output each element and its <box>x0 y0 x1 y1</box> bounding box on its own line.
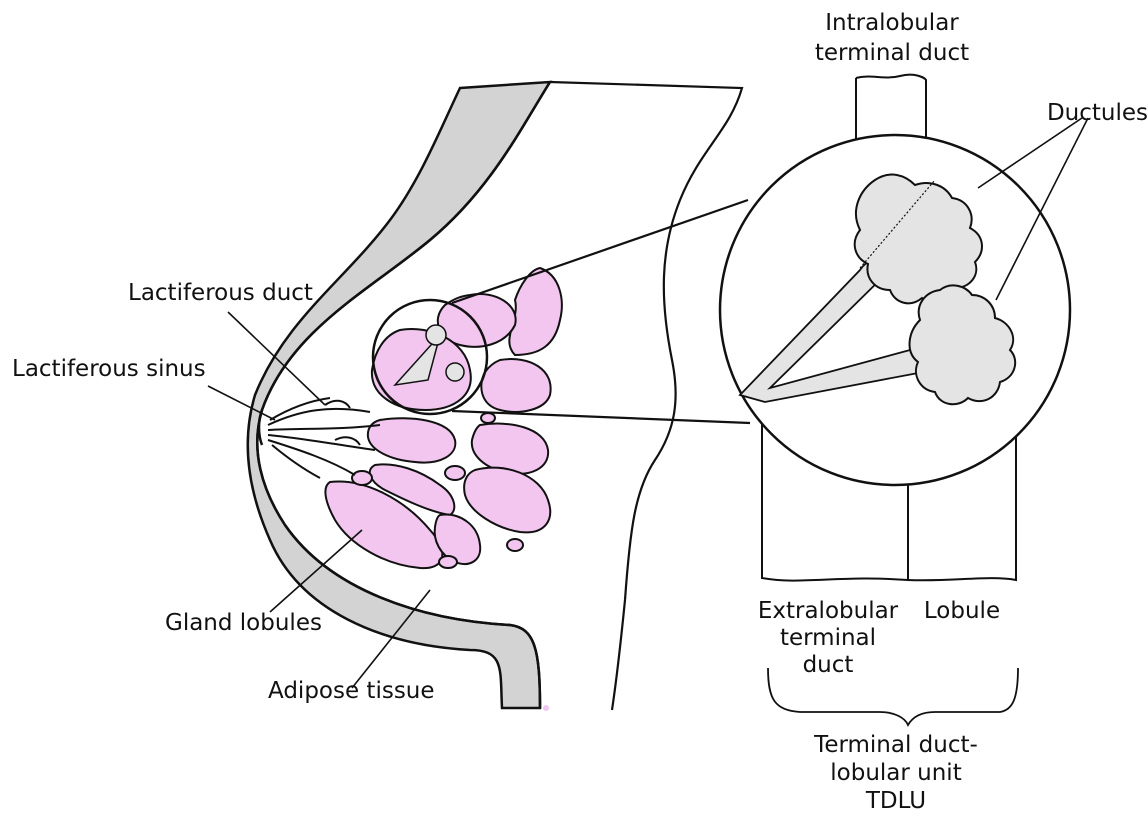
gland-lobule <box>439 556 457 568</box>
large-magnifier <box>720 135 1070 485</box>
label-lactiferous-sinus: Lactiferous sinus <box>12 356 206 382</box>
gland-lobules-group <box>325 268 561 568</box>
label-intralobular-terminal-duct-line2: terminal duct <box>815 40 969 66</box>
nipple <box>259 410 262 445</box>
label-gland-lobules: Gland lobules <box>165 610 322 636</box>
gland-lobule <box>368 418 455 462</box>
gland-lobule <box>481 359 550 412</box>
label-extralobular-line1: Extralobular <box>758 598 899 624</box>
label-intralobular-terminal-duct-line1: Intralobular <box>825 10 959 36</box>
label-extralobular-line3: duct <box>803 652 854 678</box>
label-tdlu-line1: Terminal duct- <box>813 732 978 758</box>
label-lobule: Lobule <box>924 598 1000 624</box>
pink-dot <box>543 705 549 711</box>
label-ductules: Ductules <box>1047 100 1148 126</box>
label-extralobular-line2: terminal <box>780 625 876 651</box>
gland-lobule <box>464 468 550 533</box>
body-outline <box>550 82 742 710</box>
label-tdlu-line2: lobular unit <box>830 760 961 786</box>
gland-lobule <box>472 424 548 474</box>
gland-lobule <box>481 413 495 423</box>
label-tdlu-line3: TDLU <box>865 788 926 814</box>
label-adipose-tissue: Adipose tissue <box>268 678 435 704</box>
gland-lobule <box>507 539 523 551</box>
gland-lobule <box>445 466 465 480</box>
gland-lobule <box>352 471 372 485</box>
label-lactiferous-duct: Lactiferous duct <box>128 280 313 306</box>
lactiferous-ducts <box>268 398 380 478</box>
